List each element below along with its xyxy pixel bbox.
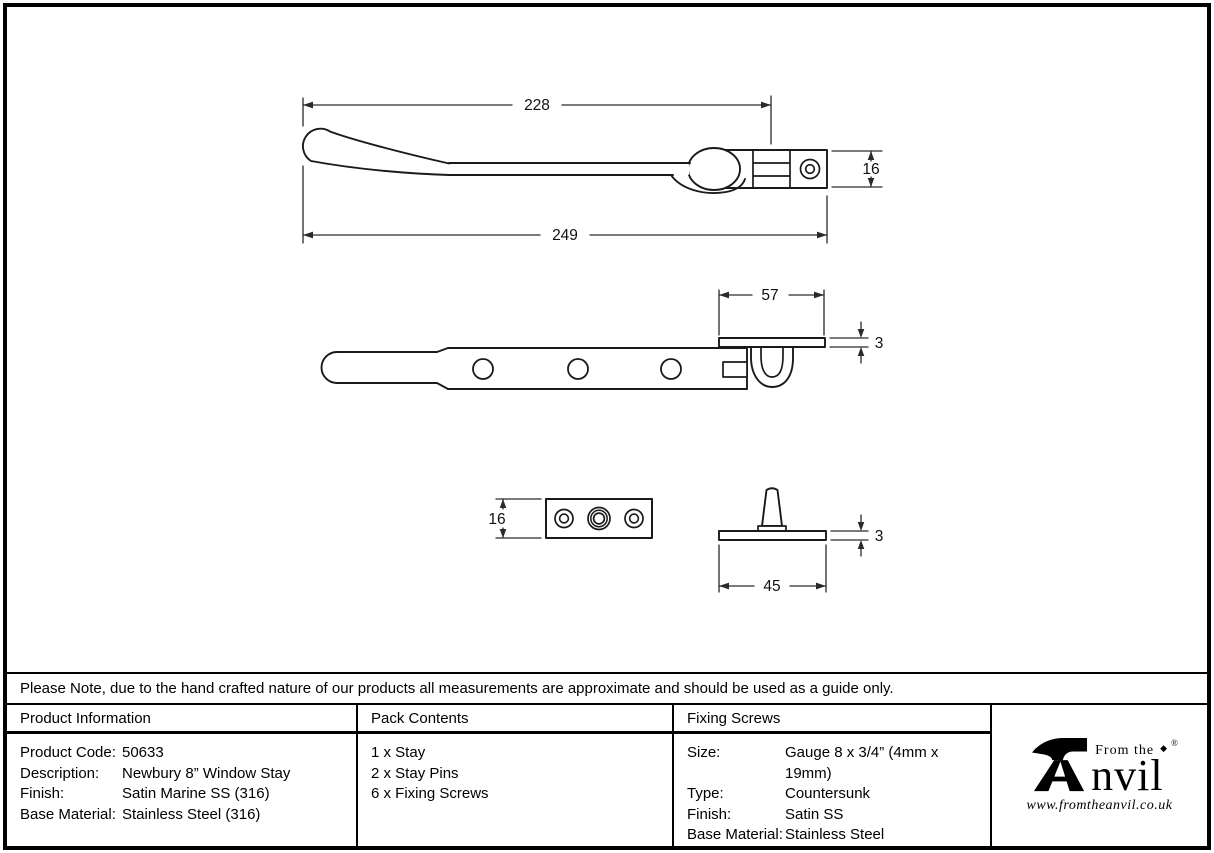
pack-contents-body: 1 x Stay 2 x Stay Pins 6 x Fixing Screws	[358, 734, 672, 805]
dimension-249	[302, 195, 828, 244]
fixing-screws-header: Fixing Screws	[674, 705, 990, 734]
row-label: Base Material:	[687, 826, 783, 844]
row-label: Finish:	[20, 785, 65, 803]
dimension-3-keeper	[829, 321, 869, 364]
product-information-header: Product Information	[7, 705, 356, 734]
dimension-label: 16	[862, 161, 879, 178]
list-item: 1 x Stay	[371, 744, 426, 761]
row-label: Description:	[20, 764, 100, 782]
row-label: Finish:	[687, 805, 732, 823]
diamond-icon: ◆	[1160, 743, 1168, 753]
brand-name-text: nvil	[1091, 751, 1164, 800]
plan-view-drawing: 57 3	[320, 287, 884, 390]
brand-website-text: www.fromtheanvil.co.uk	[1026, 798, 1173, 813]
row-value: Newbury 8” Window Stay	[122, 764, 291, 782]
dimension-228	[302, 95, 772, 244]
registered-trademark-symbol: ®	[1171, 738, 1178, 748]
technical-drawing-svg: 228 249 16	[302, 95, 884, 595]
dimension-label: 249	[552, 227, 578, 244]
anvil-icon	[1032, 737, 1088, 792]
table-row: Description: Newbury 8” Window Stay	[20, 764, 350, 785]
dimension-label: 3	[875, 528, 884, 545]
row-value: Satin SS	[785, 805, 844, 823]
row-value: 50633	[122, 744, 164, 761]
fixing-screws-column: Fixing Screws Size: Gauge 8 x 3/4” (4mm …	[674, 705, 992, 846]
table-row: Finish: Satin SS	[687, 805, 984, 826]
row-value: Stainless Steel (316)	[122, 805, 261, 823]
pack-contents-column: Pack Contents 1 x Stay 2 x Stay Pins 6 x…	[358, 705, 674, 846]
dimension-label: 228	[524, 97, 550, 114]
table-row: Finish: Satin Marine SS (316)	[20, 784, 350, 805]
dimension-45	[718, 544, 827, 593]
dimension-16-bracket	[831, 150, 883, 188]
row-label: Size:	[687, 744, 721, 761]
info-table: Product Information Product Code: 50633 …	[7, 705, 1207, 846]
from-the-anvil-logo: From the ◆® nvil www.fromtheanvil.co.uk	[1026, 737, 1178, 814]
product-information-column: Product Information Product Code: 50633 …	[7, 705, 358, 846]
dimension-label: 45	[763, 578, 780, 595]
measurement-note: Please Note, due to the hand crafted nat…	[7, 672, 1207, 705]
fixing-screws-body: Size: Gauge 8 x 3/4” (4mm x 19mm) Type: …	[674, 734, 990, 846]
dimension-label: 16	[488, 511, 505, 528]
logo-prefix-text: From the	[1095, 743, 1155, 758]
row-label: Base Material:	[20, 805, 116, 823]
dimension-label: 57	[761, 287, 778, 304]
table-row: Size: Gauge 8 x 3/4” (4mm x 19mm)	[687, 743, 984, 784]
dimension-label: 3	[875, 335, 884, 352]
brand-logo-cell: From the ◆® nvil www.fromtheanvil.co.uk	[992, 705, 1207, 846]
dimension-57	[718, 289, 825, 336]
row-value: Satin Marine SS (316)	[122, 785, 270, 803]
row-label: Type:	[687, 785, 724, 803]
note-text: Please Note, due to the hand crafted nat…	[20, 680, 894, 697]
row-value: Stainless Steel	[785, 826, 885, 844]
dimension-3-pin	[830, 514, 869, 557]
info-section: Please Note, due to the hand crafted nat…	[7, 672, 1207, 846]
list-item: 6 x Fixing Screws	[371, 785, 489, 803]
table-row: Product Code: 50633	[20, 743, 350, 764]
row-value: Gauge 8 x 3/4” (4mm x 19mm)	[785, 744, 939, 782]
table-row: Type: Countersunk	[687, 784, 984, 805]
row-label: Product Code:	[20, 744, 116, 761]
dimension-16-plate	[495, 498, 542, 539]
plate-drawing: 16	[488, 498, 653, 539]
list-item: 2 x Stay Pins	[371, 764, 459, 782]
pack-contents-header: Pack Contents	[358, 705, 672, 734]
side-view-drawing: 228 249 16	[302, 95, 883, 244]
pin-drawing: 3 45	[718, 487, 884, 595]
table-row: Base Material: Stainless Steel (316)	[20, 805, 350, 826]
product-information-body: Product Code: 50633 Description: Newbury…	[7, 734, 356, 825]
row-value: Countersunk	[785, 785, 871, 803]
table-row: Base Material: Stainless Steel	[687, 825, 984, 846]
